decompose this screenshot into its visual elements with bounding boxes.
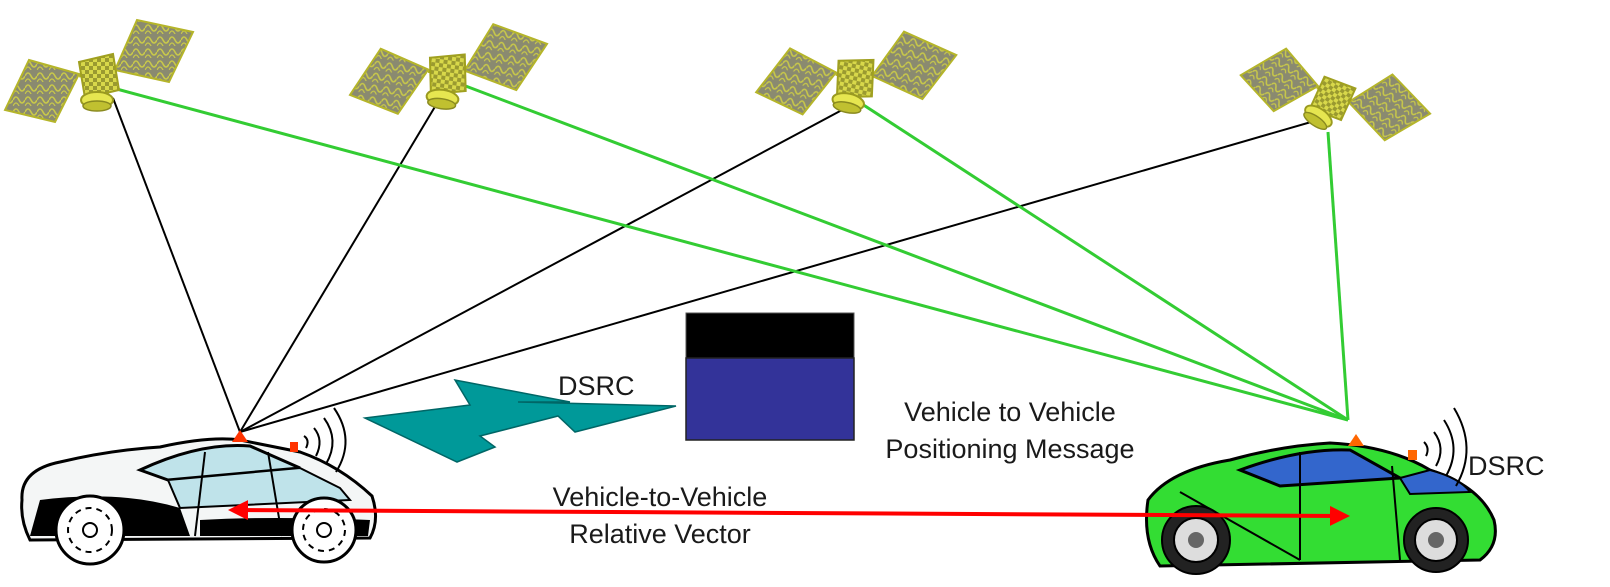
satellite-icon bbox=[752, 2, 961, 145]
gps-line-right-1 bbox=[112, 86, 1349, 422]
vector-label-line2: Relative Vector bbox=[569, 519, 751, 549]
satellite-icon bbox=[346, 4, 551, 135]
dsrc-label-wave: DSRC bbox=[558, 371, 635, 401]
radio-wave-left-icon bbox=[303, 407, 347, 473]
gps-line-right-2 bbox=[454, 80, 1349, 422]
gps-line-left-1 bbox=[112, 97, 241, 433]
relative-vector-arrow bbox=[228, 500, 1350, 526]
satellite-icon bbox=[3, 18, 195, 124]
radio-wave-right-icon bbox=[1423, 407, 1468, 487]
message-label-line2: Positioning Message bbox=[885, 434, 1135, 464]
dsrc-wave-icon bbox=[362, 378, 677, 463]
vector-label-line1: Vehicle-to-Vehicle bbox=[552, 482, 768, 512]
message-body bbox=[685, 357, 855, 441]
dsrc-label-right: DSRC bbox=[1468, 451, 1545, 481]
message-header bbox=[685, 312, 855, 360]
gps-line-left-2 bbox=[239, 104, 437, 433]
gps-line-left-4 bbox=[239, 119, 1319, 433]
gps-lines-right bbox=[112, 80, 1350, 422]
gps-lines-left bbox=[112, 97, 1319, 433]
gps-line-left-3 bbox=[239, 109, 843, 433]
satellite-icon bbox=[1232, 2, 1438, 186]
car-icon-right bbox=[1145, 434, 1497, 575]
car-icon-left bbox=[20, 430, 377, 566]
positioning-message-box bbox=[685, 312, 855, 441]
gps-line-right-4 bbox=[1326, 131, 1350, 421]
gps-line-right-3 bbox=[861, 102, 1349, 422]
message-label-line1: Vehicle to Vehicle bbox=[904, 397, 1116, 427]
